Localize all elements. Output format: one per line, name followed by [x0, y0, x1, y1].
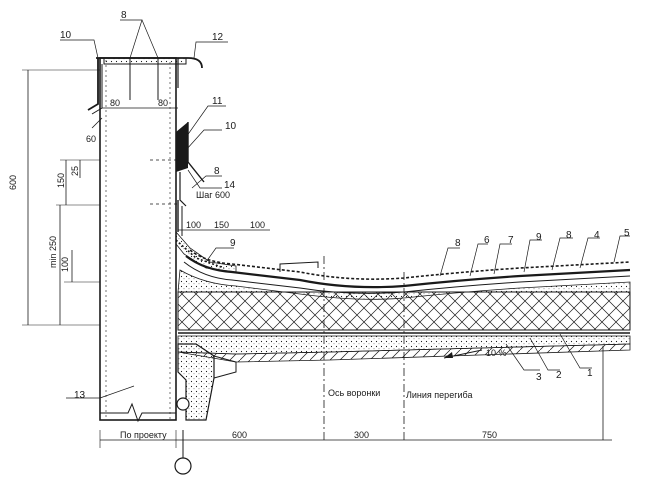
parapet-wall: [99, 57, 177, 423]
dim-600-h: 600: [232, 430, 247, 440]
step-label: Шаг 600: [196, 190, 230, 200]
dim-min-250: min 250: [48, 236, 58, 268]
callout-1: 1: [587, 368, 593, 379]
dim-150-h: 150: [214, 220, 229, 230]
callout-8-far: 8: [566, 230, 572, 241]
dim-300: 300: [354, 430, 369, 440]
callout-2: 2: [556, 370, 562, 381]
reference-lines: [323, 256, 604, 440]
dim-60: 60: [86, 134, 96, 144]
dim-80-a: 80: [110, 98, 120, 108]
callout-8-top: 8: [121, 10, 127, 21]
text-labels: Шаг 600 10 % Ось воронки Линия перегиба …: [120, 190, 507, 440]
dim-750: 750: [482, 430, 497, 440]
dim-80-b: 80: [158, 98, 168, 108]
dim-100-vertical: 100: [60, 257, 70, 272]
callout-10-top: 10: [60, 30, 72, 41]
apron-flashing: [150, 122, 205, 207]
callout-3: 3: [536, 372, 542, 383]
callout-5: 5: [624, 228, 630, 239]
dim-25: 25: [70, 166, 80, 176]
callout-7: 7: [508, 235, 514, 246]
callout-10-mid: 10: [225, 121, 237, 132]
leader-lines: [60, 19, 630, 399]
roofing-upstand: [175, 200, 237, 273]
drain-pipe: [174, 397, 192, 475]
slope-label: 10 %: [486, 348, 507, 358]
callout-12: 12: [212, 32, 224, 43]
callout-13: 13: [74, 390, 86, 401]
callout-9-left: 9: [230, 238, 236, 249]
callout-6: 6: [484, 235, 490, 246]
bend-line-label: Линия перегиба: [406, 390, 472, 400]
callout-11: 11: [212, 96, 223, 107]
roof-build-up: [177, 249, 631, 421]
callout-14: 14: [224, 180, 236, 191]
dimension-lines: [22, 69, 612, 448]
dim-100-h2: 100: [250, 220, 265, 230]
dim-150-vertical: 150: [56, 173, 66, 188]
dim-600-vertical: 600: [8, 175, 18, 190]
callout-numbers: 8 10 12 11 10 8 14 9 8 6 7 9 8 4 5 3 2 1…: [60, 10, 630, 401]
callout-8-mid: 8: [214, 166, 220, 177]
drain-axis-label: Ось воронки: [328, 388, 380, 398]
callout-8-right: 8: [455, 238, 461, 249]
dim-100-h1: 100: [186, 220, 201, 230]
dimension-values: 80 80 60 600 150 25 min 250 100 100 150 …: [8, 98, 497, 440]
callout-9-right: 9: [536, 232, 542, 243]
by-project-label: По проекту: [120, 430, 167, 440]
callout-4: 4: [594, 230, 600, 241]
